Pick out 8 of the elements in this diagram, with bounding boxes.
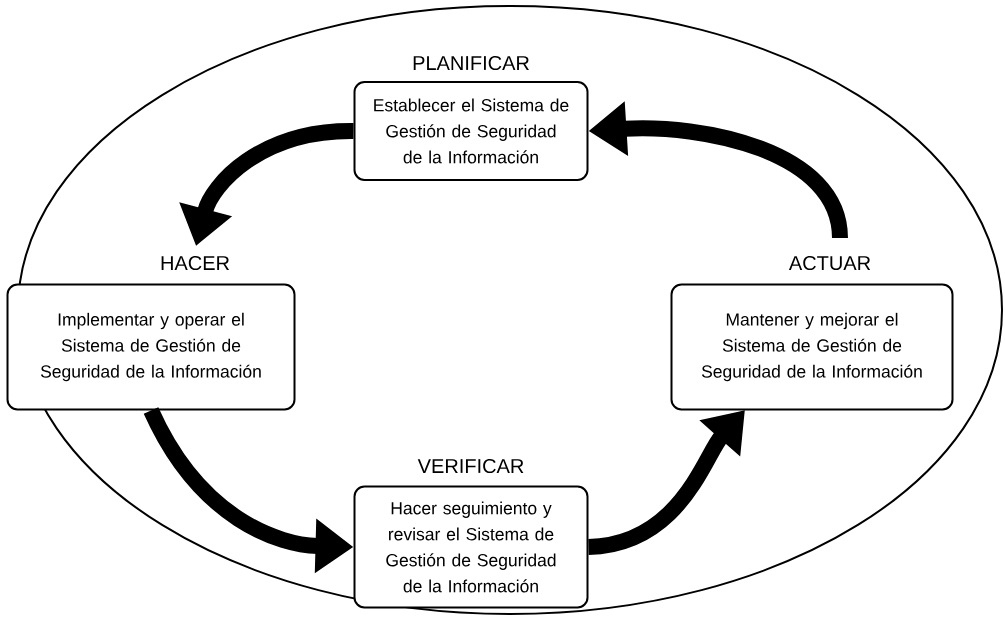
process-box: Establecer el Sistema de Gestión de Seguridad de la Información bbox=[353, 81, 589, 181]
heading: ACTUAR bbox=[788, 255, 871, 271]
heading: HACER bbox=[161, 255, 230, 271]
process-box: Implementar y operar el Sistema de Gestión de Seguridad de la Información bbox=[6, 283, 296, 411]
heading: PLANIFICAR bbox=[413, 55, 529, 71]
heading: VERIFICAR bbox=[417, 458, 524, 474]
process-box: Hacer seguimiento y revisar el Sistema de Gestión de Seguridad de la Información bbox=[353, 485, 589, 609]
process-box: Mantener y mejorar el Sistema de Gestión de Seguridad de la Información bbox=[670, 283, 954, 411]
